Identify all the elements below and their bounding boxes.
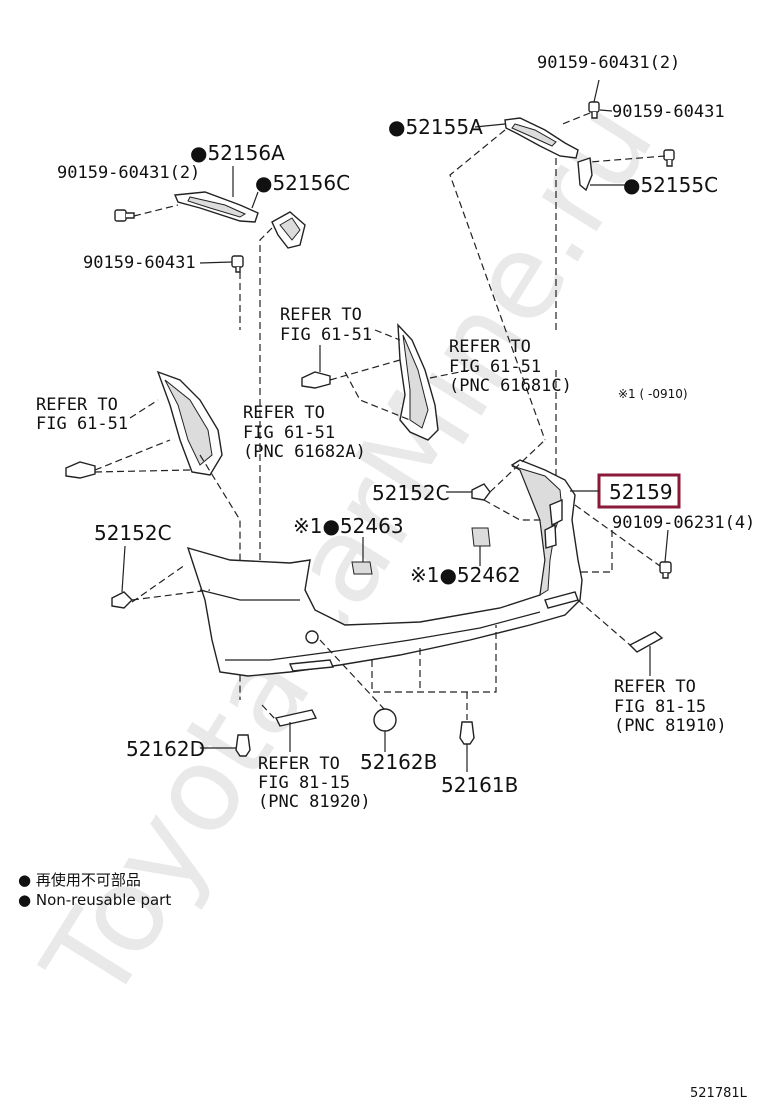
clip-52152c-right[interactable] — [471, 483, 491, 501]
refer-f-line1: REFER TO — [258, 754, 340, 774]
label-52161b: 52161B — [441, 773, 518, 797]
bolt-90159-60431-left[interactable] — [114, 209, 135, 222]
label-52162d: 52162D — [126, 737, 205, 761]
bolt-90159-60431-mid[interactable] — [231, 255, 244, 273]
clip-52152c-left[interactable] — [111, 591, 133, 609]
part-rear-bumper-cover[interactable] — [186, 459, 583, 677]
label-52462: ※1●52462 — [410, 563, 521, 587]
note-0910: ※1 ( -0910) — [618, 387, 688, 401]
clip-52161b[interactable] — [459, 721, 475, 745]
part-side-spacer-left[interactable] — [156, 370, 223, 476]
label-90109-06231: 90109-06231(4) — [612, 513, 755, 533]
reflector-right[interactable] — [628, 631, 664, 653]
clip-52162d[interactable] — [235, 734, 251, 757]
refer-e-line1: REFER TO — [614, 677, 696, 697]
cap-52162b[interactable] — [373, 708, 397, 732]
refer-b-line3: (PNC 61681C) — [449, 376, 572, 396]
label-52159[interactable]: 52159 — [609, 480, 673, 504]
part-52156c-bracket[interactable] — [271, 211, 306, 249]
refer-a-line2: FIG 61-51 — [280, 325, 372, 345]
label-90159-60431-2-top: 90159-60431(2) — [537, 53, 680, 73]
refer-d-line3: (PNC 61682A) — [243, 442, 366, 462]
refer-b-line2: FIG 61-51 — [449, 357, 541, 377]
refer-f-line3: (PNC 81920) — [258, 792, 371, 812]
clip-center-refer[interactable] — [301, 371, 331, 389]
part-52463-pad[interactable] — [351, 561, 373, 575]
bolt-90159-60431-topright[interactable] — [663, 149, 675, 167]
refer-e-line2: FIG 81-15 — [614, 697, 706, 717]
label-52152c-left: 52152C — [94, 521, 172, 545]
legend-item-jp: ● 再使用不可部品 — [18, 871, 141, 889]
refer-a-line1: REFER TO — [280, 305, 362, 325]
part-52155a-bracket[interactable] — [504, 117, 579, 159]
refer-f-line2: FIG 81-15 — [258, 773, 350, 793]
screw-90109-06231[interactable] — [659, 561, 672, 579]
label-52156c: ●52156C — [255, 171, 350, 195]
part-52155c-clip[interactable] — [577, 157, 593, 192]
label-52463: ※1●52463 — [293, 514, 404, 538]
label-52155a: ●52155A — [388, 115, 483, 139]
bolt-90159-60431-top[interactable] — [588, 101, 600, 119]
part-52156a-bracket[interactable] — [173, 191, 259, 223]
legend-item-en: ● Non-reusable part — [18, 891, 171, 909]
part-side-spacer-right[interactable] — [397, 323, 439, 441]
refer-d-line1: REFER TO — [243, 403, 325, 423]
reflector-left[interactable] — [274, 709, 318, 727]
label-90159-60431-mid: 90159-60431 — [83, 253, 196, 273]
clip-left-refer[interactable] — [65, 461, 96, 479]
label-52156a: ●52156A — [190, 141, 285, 165]
refer-d-line2: FIG 61-51 — [243, 423, 335, 443]
label-52152c-right: 52152C — [372, 481, 450, 505]
refer-c-line2: FIG 61-51 — [36, 414, 128, 434]
label-90159-60431-topright: 90159-60431 — [612, 102, 725, 122]
part-52462-pad[interactable] — [471, 527, 491, 547]
refer-e-line3: (PNC 81910) — [614, 716, 727, 736]
diagram-code: 521781L — [690, 1086, 748, 1101]
refer-b-line1: REFER TO — [449, 337, 531, 357]
label-52155c: ●52155C — [623, 173, 718, 197]
refer-c-line1: REFER TO — [36, 395, 118, 415]
label-52162b: 52162B — [360, 750, 437, 774]
label-90159-60431-2-left: 90159-60431(2) — [57, 163, 200, 183]
